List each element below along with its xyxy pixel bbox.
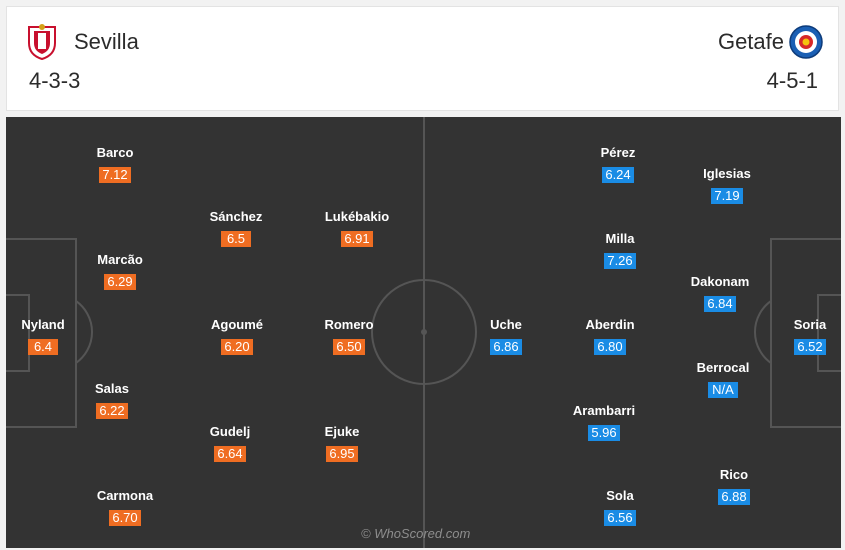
home-player[interactable]: Sánchez 6.5 — [181, 209, 291, 248]
player-rating: 5.96 — [588, 425, 620, 441]
player-name: Arambarri — [572, 403, 636, 418]
player-rating: 7.26 — [604, 253, 636, 269]
home-player[interactable]: Lukébakio 6.91 — [302, 209, 412, 248]
home-player[interactable]: Ejuke 6.95 — [287, 424, 397, 463]
player-name: Sola — [606, 488, 634, 503]
home-formation: 4-3-3 — [29, 68, 81, 93]
player-rating: 6.56 — [604, 510, 636, 526]
player-name: Pérez — [600, 145, 636, 160]
home-player[interactable]: Romero 6.50 — [294, 317, 404, 356]
away-player[interactable]: Dakonam 6.84 — [665, 274, 775, 313]
home-player[interactable]: Salas 6.22 — [57, 381, 167, 420]
home-player[interactable]: Agoumé 6.20 — [182, 317, 292, 356]
home-player[interactable]: Marcão 6.29 — [65, 252, 175, 291]
player-name: Sánchez — [209, 209, 263, 224]
away-player[interactable]: Milla 7.26 — [565, 231, 675, 270]
player-name: Salas — [95, 381, 129, 396]
player-rating: 6.95 — [326, 446, 358, 462]
player-name: Milla — [605, 231, 635, 246]
player-name: Romero — [324, 317, 374, 332]
player-name: Carmona — [96, 488, 154, 503]
away-player[interactable]: Aberdin 6.80 — [555, 317, 665, 356]
player-rating: 6.86 — [490, 339, 522, 355]
player-rating: 7.19 — [711, 188, 743, 204]
watermark: © WhoScored.com — [361, 526, 471, 541]
away-player[interactable]: Berrocal N/A — [668, 360, 778, 399]
player-rating: 6.70 — [109, 510, 141, 526]
player-rating: 6.91 — [341, 231, 373, 247]
home-player[interactable]: Gudelj 6.64 — [175, 424, 285, 463]
player-name: Nyland — [21, 317, 65, 332]
match-header: Sevilla 4-3-3 Getafe 4-5-1 — [6, 6, 839, 111]
player-rating: 6.80 — [594, 339, 626, 355]
player-name: Ejuke — [324, 424, 360, 439]
player-name: Berrocal — [696, 360, 750, 375]
away-player[interactable]: Pérez 6.24 — [563, 145, 673, 184]
getafe-crest-icon — [789, 25, 823, 59]
player-name: Agoumé — [211, 317, 263, 332]
player-name: Barco — [96, 145, 134, 160]
away-player[interactable]: Uche 6.86 — [451, 317, 561, 356]
player-name: Lukébakio — [324, 209, 390, 224]
player-rating: 6.4 — [28, 339, 58, 355]
away-player[interactable]: Iglesias 7.19 — [672, 166, 782, 205]
away-player[interactable]: Rico 6.88 — [679, 467, 789, 506]
home-team-name: Sevilla — [74, 29, 139, 54]
away-formation: 4-5-1 — [766, 68, 818, 93]
player-name: Marcão — [97, 252, 143, 267]
player-rating: 6.64 — [214, 446, 246, 462]
home-player[interactable]: Nyland 6.4 — [6, 317, 98, 356]
player-rating: 6.88 — [718, 489, 750, 505]
player-name: Aberdin — [585, 317, 635, 332]
player-rating: 6.52 — [794, 339, 826, 355]
player-rating: N/A — [708, 382, 738, 398]
player-name: Dakonam — [690, 274, 750, 289]
player-name: Iglesias — [703, 166, 751, 181]
away-player[interactable]: Arambarri 5.96 — [549, 403, 659, 442]
player-rating: 6.20 — [221, 339, 253, 355]
player-rating: 6.50 — [333, 339, 365, 355]
away-player[interactable]: Sola 6.56 — [565, 488, 675, 527]
player-rating: 6.29 — [104, 274, 136, 290]
home-player[interactable]: Barco 7.12 — [60, 145, 170, 184]
player-name: Gudelj — [209, 424, 251, 439]
player-name: Uche — [490, 317, 522, 332]
away-player[interactable]: Soria 6.52 — [755, 317, 841, 356]
player-rating: 6.24 — [602, 167, 634, 183]
player-name: Soria — [793, 317, 827, 332]
player-rating: 6.84 — [704, 296, 736, 312]
player-rating: 7.12 — [99, 167, 131, 183]
pitch: Barco 7.12 Marcão 6.29 Nyland 6.4 Salas … — [6, 117, 841, 548]
sevilla-crest-icon — [28, 24, 56, 61]
away-team-name: Getafe — [717, 29, 784, 54]
pitch-lines — [6, 117, 841, 548]
player-rating: 6.5 — [221, 231, 251, 247]
player-name: Rico — [719, 467, 749, 482]
player-rating: 6.22 — [96, 403, 128, 419]
home-player[interactable]: Carmona 6.70 — [70, 488, 180, 527]
